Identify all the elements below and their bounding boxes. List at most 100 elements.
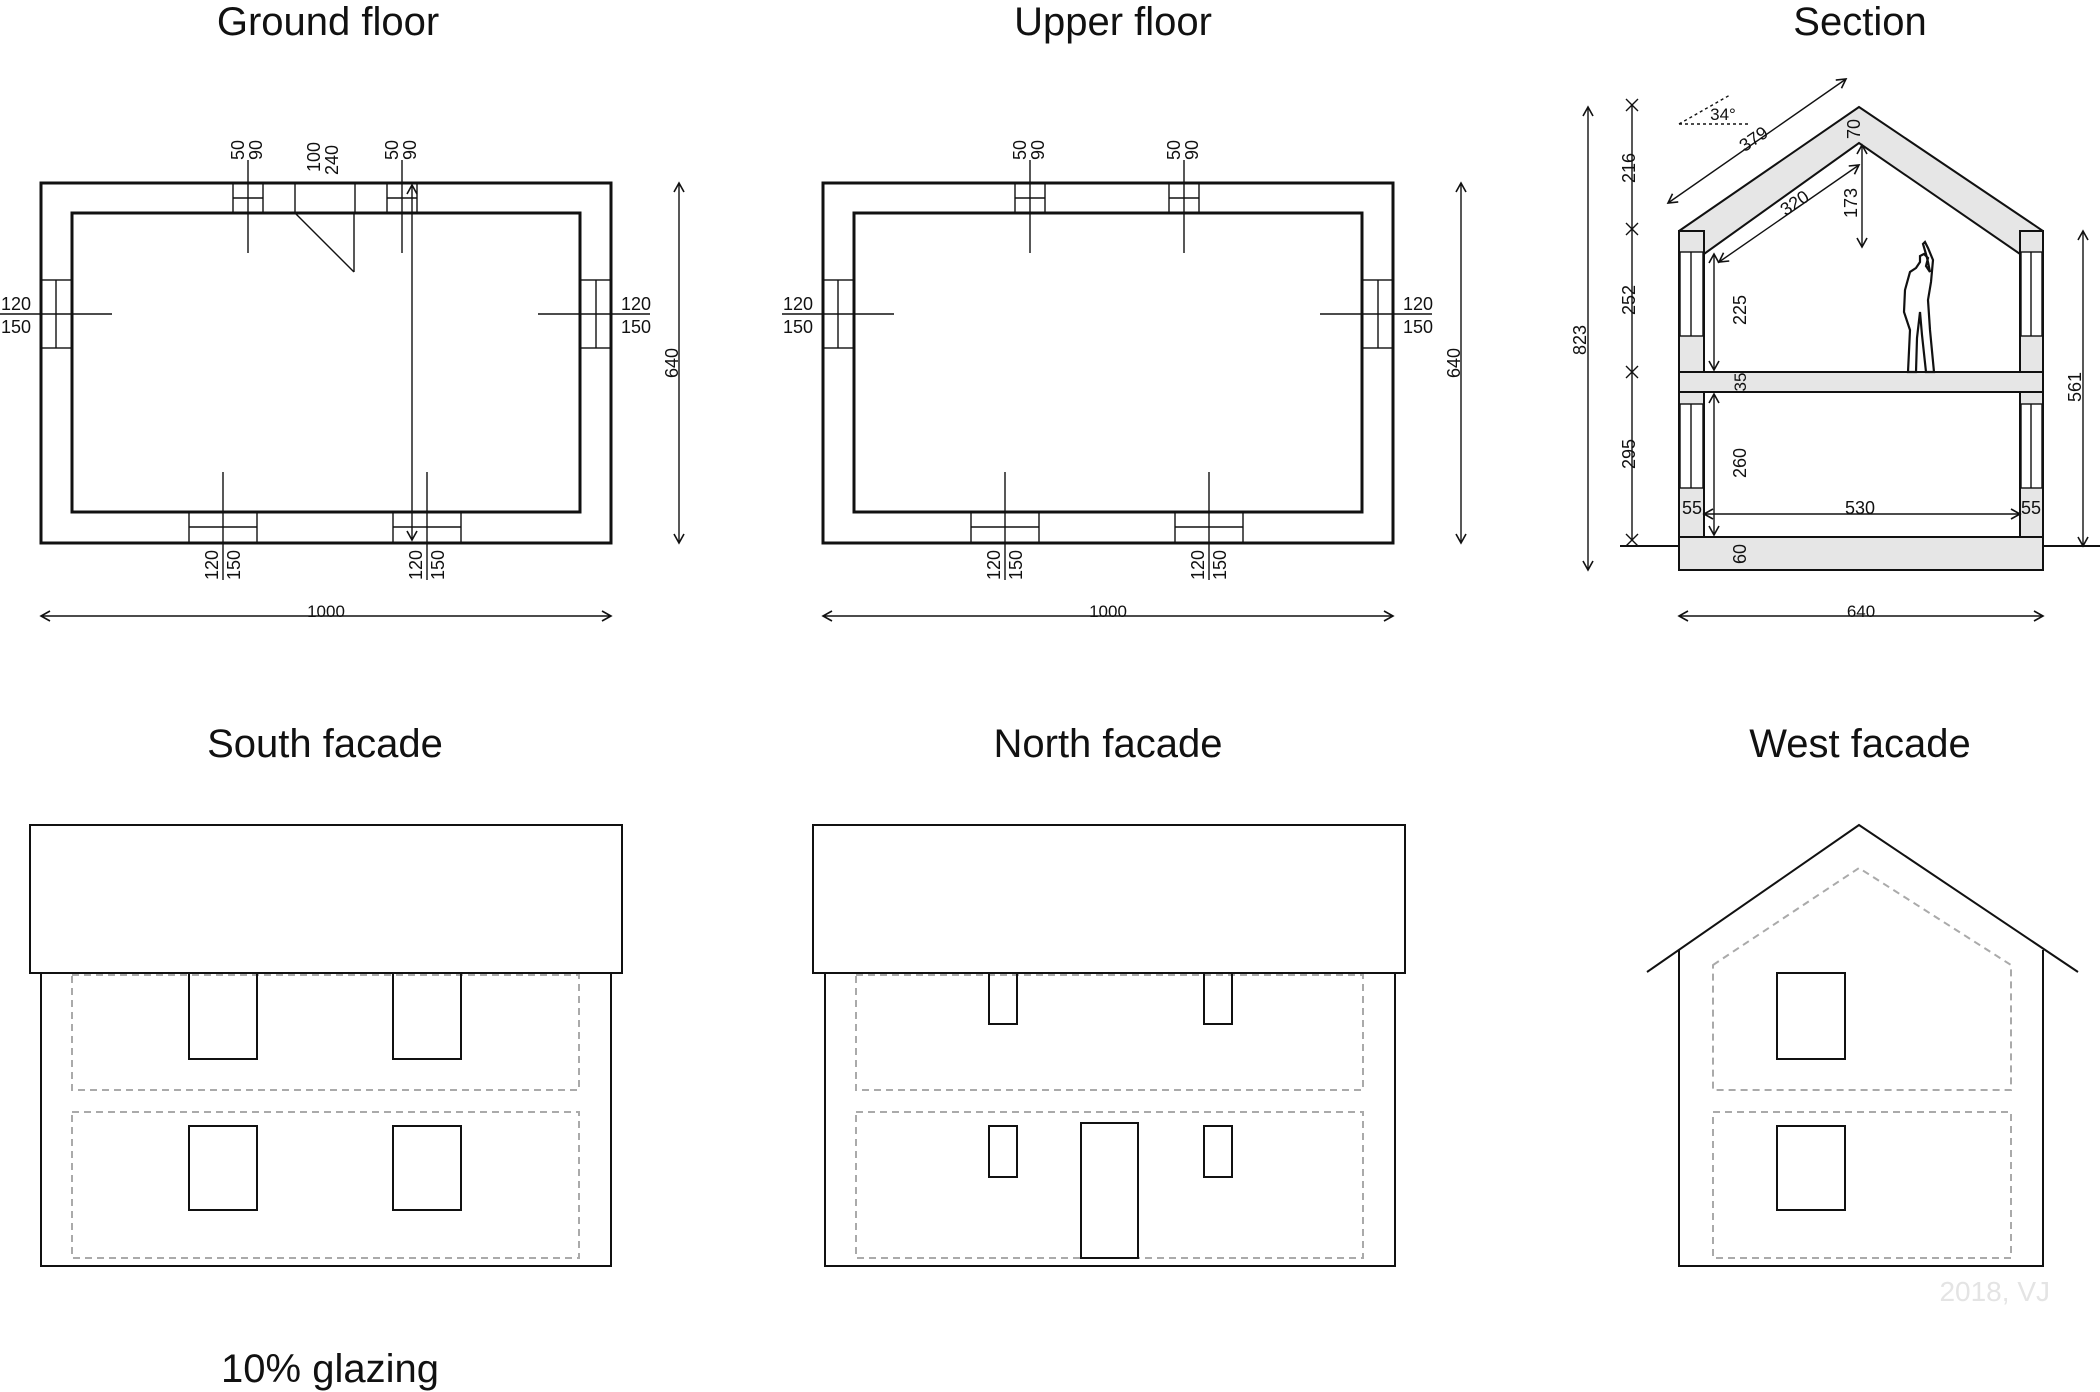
west-facade	[1646, 823, 2079, 1267]
upper-wall-label: 252	[1619, 285, 1639, 315]
roof-angle-label: 34°	[1710, 105, 1736, 124]
dim-label: 240	[322, 145, 342, 175]
dim-label: 150	[1210, 550, 1230, 580]
door-top	[294, 182, 356, 273]
dim-label: 120	[406, 550, 426, 580]
inner-rafter-dim-line	[1717, 164, 1861, 263]
ground-floor-outline	[71, 1111, 580, 1259]
window-bottom-1	[970, 472, 1040, 580]
lower-clear-label: 260	[1730, 448, 1750, 478]
window-bottom-1	[188, 472, 258, 580]
dim-label: 120	[621, 294, 651, 314]
ridge-thickness-label: 70	[1844, 119, 1864, 139]
door	[1080, 1122, 1139, 1259]
upper-floor-outline	[855, 974, 1364, 1091]
base-slab-label: 60	[1730, 544, 1750, 564]
dim-label: 120	[1188, 550, 1208, 580]
window-right	[1320, 279, 1432, 349]
upper-clear-label: 225	[1730, 295, 1750, 325]
window-top-2	[1168, 160, 1200, 253]
dim-label: 90	[1028, 140, 1048, 160]
upper-floor-outline	[71, 974, 580, 1091]
dim-label: 50	[1164, 140, 1184, 160]
total-height-label: 823	[1570, 325, 1590, 355]
human-figure-icon	[1902, 240, 1936, 374]
roof	[29, 824, 623, 974]
roof	[812, 824, 1406, 974]
window	[188, 972, 258, 1060]
inner-wall	[70, 211, 582, 514]
inner-wall	[852, 211, 1364, 514]
outer-wall	[821, 181, 1395, 545]
lower-wall-label: 295	[1619, 439, 1639, 469]
dim-label: 150	[1403, 317, 1433, 337]
window-left	[782, 279, 894, 349]
chain-ticks	[1625, 98, 1639, 547]
depth-label: 640	[662, 348, 682, 378]
wall-left-label: 55	[1682, 498, 1702, 518]
inner-width-label: 530	[1845, 498, 1875, 518]
width-label: 1000	[307, 602, 345, 621]
depth-label: 640	[1444, 348, 1464, 378]
outer-wall	[39, 181, 613, 545]
dim-label: 120	[984, 550, 1004, 580]
outer-rafter-label: 379	[1736, 122, 1772, 155]
dim-label: 90	[400, 140, 420, 160]
overall-width-label: 640	[1847, 602, 1875, 621]
dim-label: 150	[621, 317, 651, 337]
dim-label: 150	[1006, 550, 1026, 580]
ground-floor-plan: 50 90 100 240 50 90 120 150 120 150 120 …	[0, 140, 685, 622]
dim-label: 50	[228, 140, 248, 160]
dim-label: 120	[202, 550, 222, 580]
upper-floor-plan: 50 90 50 90 120 150 120 150 120 150 120 …	[782, 140, 1467, 622]
north-facade-title: North facade	[993, 722, 1222, 766]
south-facade-title: South facade	[207, 722, 443, 766]
dim-label: 120	[1, 294, 31, 314]
north-facade	[812, 824, 1406, 1267]
dim-label: 150	[428, 550, 448, 580]
ground-floor-outline	[855, 1111, 1364, 1259]
window	[1203, 1125, 1233, 1178]
window-left	[0, 279, 112, 349]
facade-wall	[1678, 950, 2044, 1267]
upper-floor-title: Upper floor	[1014, 0, 1212, 44]
upper-floor-outline	[1712, 866, 2012, 1091]
roof-outline	[1646, 823, 2079, 973]
roof-height-label: 216	[1619, 153, 1639, 183]
facade-wall	[824, 972, 1396, 1267]
window-top-1	[1014, 160, 1046, 253]
wall-right-label: 55	[2021, 498, 2041, 518]
window-right	[538, 279, 650, 349]
window-bottom-2	[392, 472, 462, 580]
watermark: 2018, VJ	[1939, 1276, 2050, 1307]
south-facade	[29, 824, 623, 1267]
floor-slab	[1678, 371, 2044, 393]
ground-floor-outline	[1712, 1111, 2012, 1259]
dim-label: 150	[783, 317, 813, 337]
dim-label: 120	[783, 294, 813, 314]
dim-label: 120	[1403, 294, 1433, 314]
window-top-1	[232, 160, 264, 253]
window	[1776, 1125, 1846, 1211]
dim-label: 90	[246, 140, 266, 160]
window	[1203, 972, 1233, 1025]
facade-wall	[40, 972, 612, 1267]
section-drawing: 34° 379 320 70 173 216 252 295 823 225 3…	[1570, 78, 2100, 622]
outer-rafter-dim-line	[1666, 78, 1848, 204]
window	[392, 1125, 462, 1211]
dim-label: 90	[1182, 140, 1202, 160]
base-slab	[1678, 536, 2044, 571]
window	[188, 1125, 258, 1211]
window	[392, 972, 462, 1060]
floor-slab-label: 35	[1731, 373, 1750, 392]
window	[1776, 972, 1846, 1060]
dim-label: 100	[304, 142, 324, 172]
glazing-caption: 10% glazing	[221, 1347, 439, 1391]
ground-floor-title: Ground floor	[217, 0, 439, 44]
attic-height-label: 173	[1841, 188, 1861, 218]
dim-label: 150	[1, 317, 31, 337]
window	[988, 972, 1018, 1025]
width-label: 1000	[1089, 602, 1127, 621]
west-facade-title: West facade	[1749, 722, 1971, 766]
